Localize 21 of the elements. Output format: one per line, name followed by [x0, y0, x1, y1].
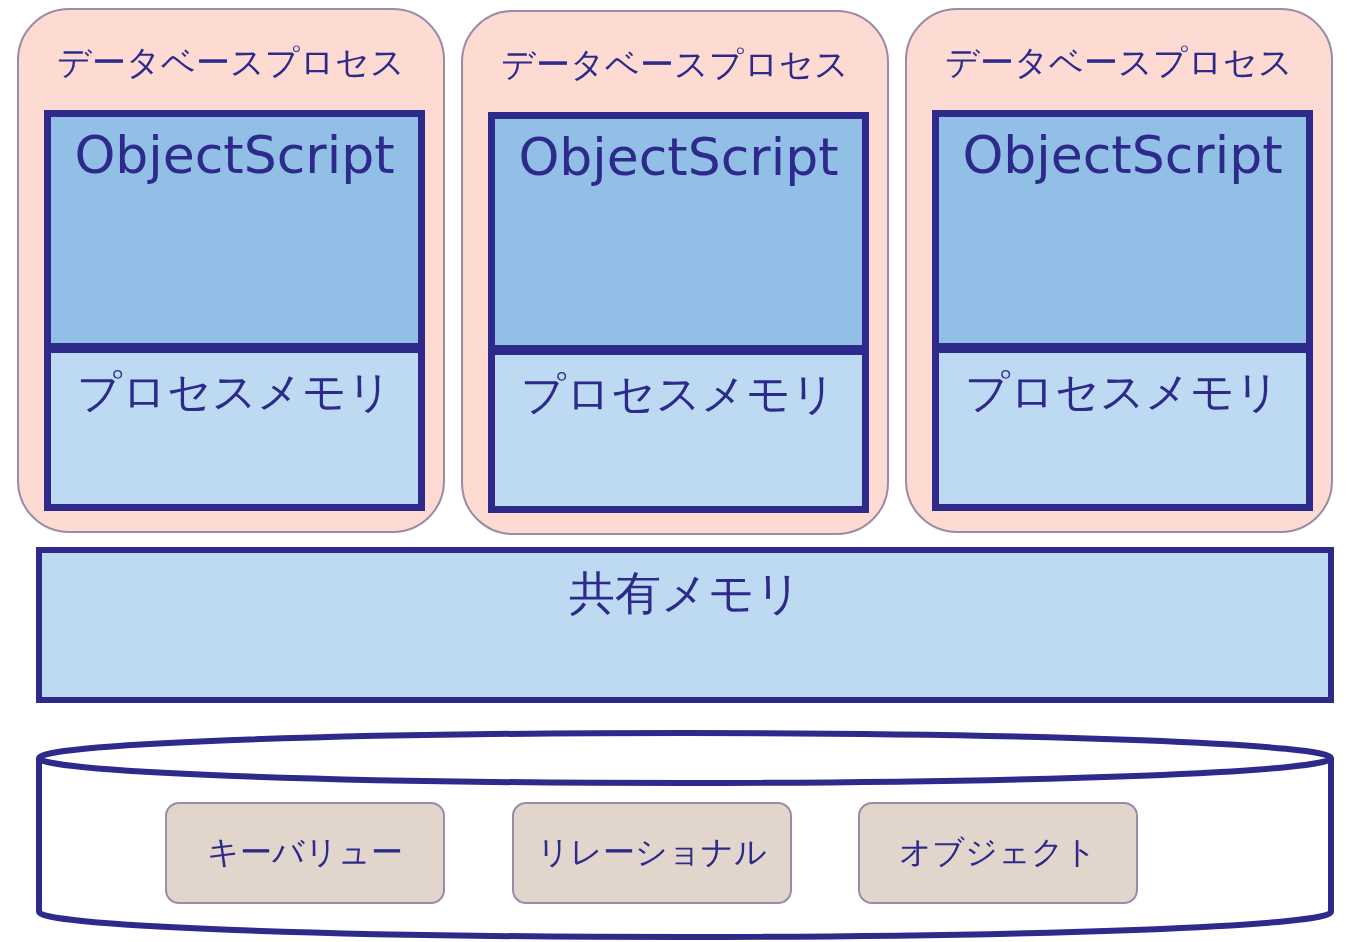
- box-label: 共有メモリ: [567, 565, 803, 622]
- container-title: データベースプロセス: [944, 41, 1294, 84]
- database-cylinder: [36, 730, 1334, 940]
- box-label: プロセスメモリ: [76, 365, 393, 419]
- box-label: ObjectScript: [73, 125, 396, 185]
- data-model-box: [165, 802, 445, 904]
- box-label: プロセスメモリ: [964, 365, 1281, 419]
- container-title: データベースプロセス: [500, 43, 850, 86]
- process-container: [905, 8, 1333, 533]
- box-label: キーバリュー: [206, 832, 404, 873]
- box-label: ObjectScript: [517, 127, 840, 187]
- box-label: ObjectScript: [961, 125, 1284, 185]
- process-container: [17, 8, 445, 533]
- box-label: オブジェクト: [898, 832, 1098, 873]
- box-label: プロセスメモリ: [520, 367, 837, 421]
- process-container: [461, 10, 889, 535]
- data-model-box: [858, 802, 1138, 904]
- shared-memory-box: [36, 547, 1334, 703]
- container-title: データベースプロセス: [56, 41, 406, 84]
- box-label: リレーショナル: [536, 832, 768, 873]
- data-model-box: [512, 802, 792, 904]
